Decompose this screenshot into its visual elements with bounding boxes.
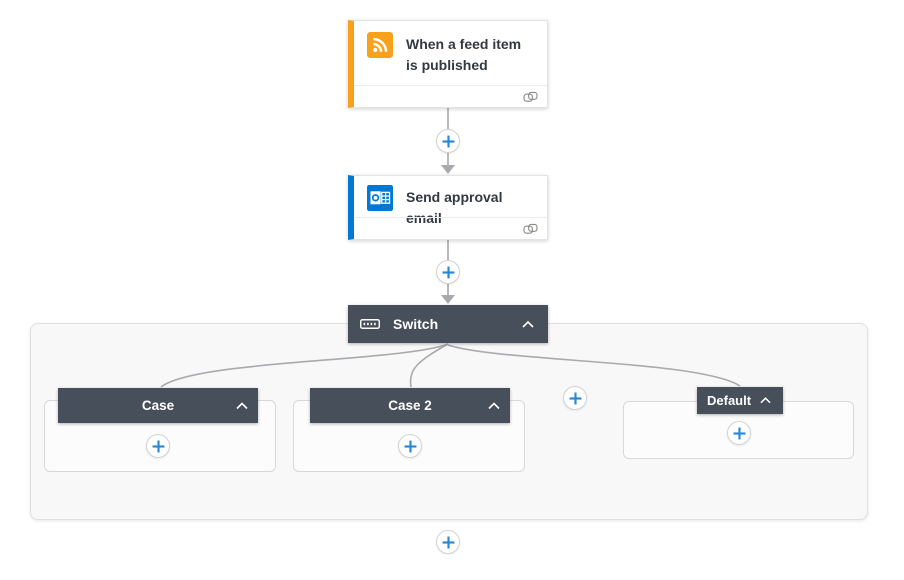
- chevron-up-icon: [236, 402, 248, 409]
- collapse-case-1-button[interactable]: [234, 400, 250, 411]
- switch-icon: [360, 319, 380, 329]
- connection-link-icon: [523, 91, 538, 103]
- insert-step-after-action-button[interactable]: [436, 260, 460, 284]
- action-card-footer: [354, 217, 547, 239]
- arrowhead-down-icon: [441, 295, 455, 304]
- trigger-card-title: When a feed item is published: [406, 36, 522, 73]
- case-1-header[interactable]: Case: [58, 388, 258, 423]
- case-1-label: Case: [141, 398, 175, 413]
- trigger-card-footer: [354, 85, 547, 107]
- plus-icon: [152, 440, 164, 452]
- case-2-header[interactable]: Case 2: [310, 388, 510, 423]
- switch-label: Switch: [393, 316, 439, 332]
- collapse-case-2-button[interactable]: [486, 400, 502, 411]
- action-card-header: Send approval email: [354, 176, 547, 235]
- arrowhead-down-icon: [441, 165, 455, 174]
- insert-step-after-switch-button[interactable]: [436, 530, 460, 554]
- plus-icon: [733, 427, 745, 439]
- plus-icon: [442, 266, 454, 278]
- chevron-up-icon: [760, 397, 771, 404]
- plus-icon: [442, 536, 454, 548]
- plus-icon: [442, 135, 454, 147]
- collapse-default-button[interactable]: [758, 395, 773, 406]
- connection-link-icon: [523, 223, 538, 235]
- plus-icon: [404, 440, 416, 452]
- trigger-card[interactable]: When a feed item is published: [348, 20, 548, 108]
- default-branch-header[interactable]: Default: [697, 387, 783, 414]
- action-card[interactable]: Send approval email: [348, 175, 548, 240]
- insert-step-after-trigger-button[interactable]: [436, 129, 460, 153]
- collapse-switch-button[interactable]: [520, 319, 536, 330]
- chevron-up-icon: [488, 402, 500, 409]
- default-label: Default: [707, 393, 752, 408]
- insert-step-case-2-button[interactable]: [398, 434, 422, 458]
- case-2-label: Case 2: [388, 398, 432, 413]
- outlook-icon: [367, 185, 393, 211]
- add-case-branch-button[interactable]: [563, 386, 587, 410]
- chevron-up-icon: [522, 320, 534, 328]
- trigger-card-header: When a feed item is published: [354, 21, 547, 82]
- insert-step-case-1-button[interactable]: [146, 434, 170, 458]
- rss-icon: [367, 32, 393, 58]
- action-card-title: Send approval email: [406, 189, 503, 226]
- switch-scope-header[interactable]: Switch: [348, 305, 548, 343]
- insert-step-default-button[interactable]: [727, 421, 751, 445]
- plus-icon: [569, 392, 581, 404]
